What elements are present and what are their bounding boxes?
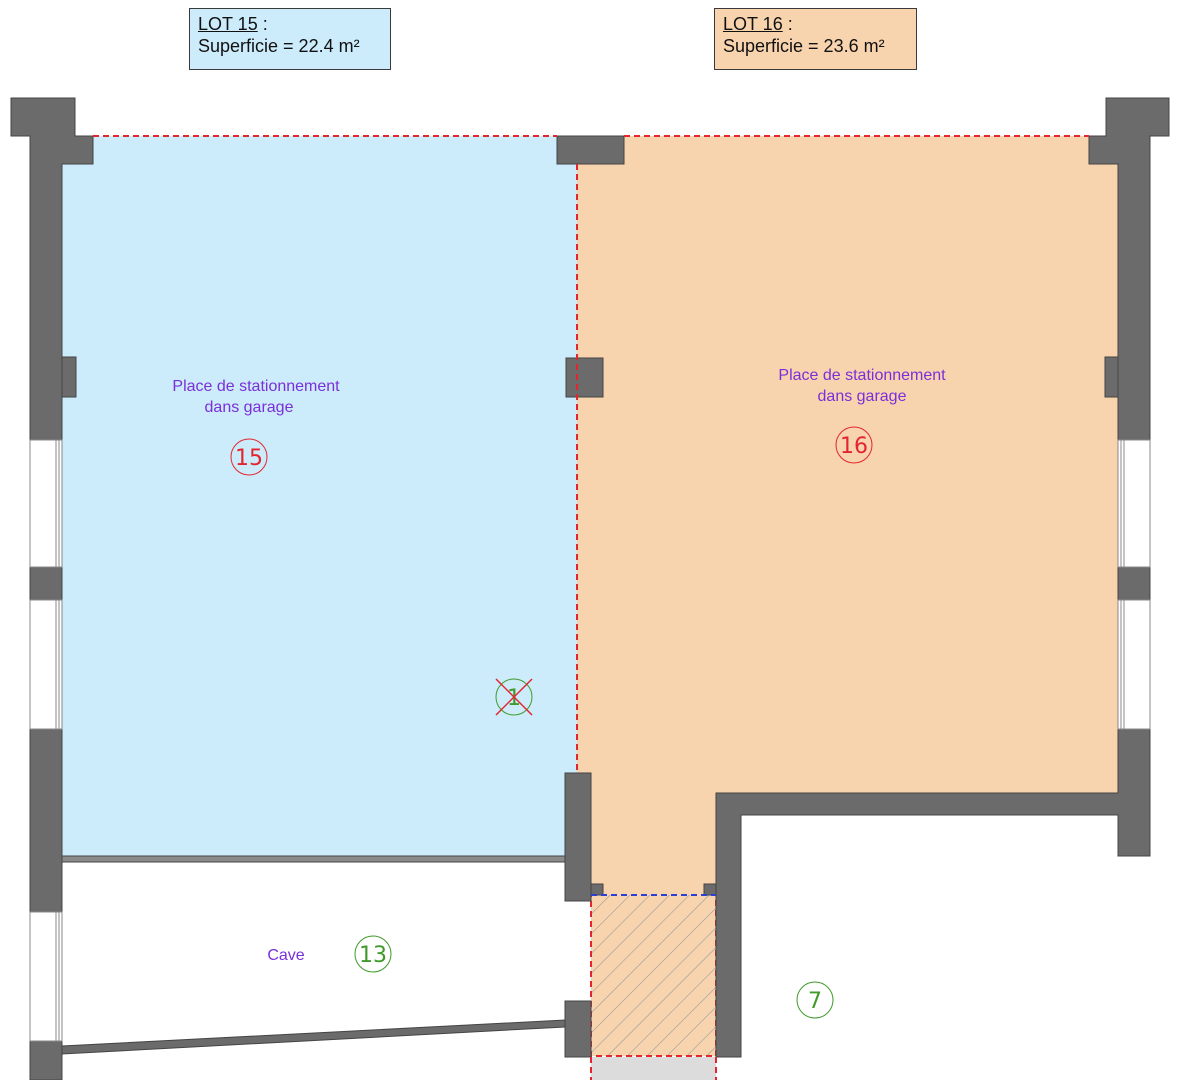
wall-passage-left xyxy=(564,772,592,902)
walls xyxy=(10,97,1170,1080)
lot-15-area-fill xyxy=(62,136,577,856)
lot-15-info-box: LOT 15 : Superficie = 22.4 m² xyxy=(189,8,391,70)
windows xyxy=(29,439,1151,1042)
lot-16-info-box: LOT 16 : Superficie = 23.6 m² xyxy=(714,8,917,70)
lot-16-room-label-2: dans garage xyxy=(818,388,907,405)
wall-left-pier-2 xyxy=(29,566,63,601)
window-left-3 xyxy=(29,911,63,1042)
cave-number: 13 xyxy=(359,943,387,968)
lot-16-title-line: LOT 16 : xyxy=(723,13,908,35)
wall-stub-left xyxy=(590,883,604,896)
wall-right-lower xyxy=(715,728,1151,1058)
area-7-number: 7 xyxy=(808,989,822,1014)
lot-16-area-fill xyxy=(577,136,1118,895)
lot-16-number: 16 xyxy=(840,434,868,459)
cave-label: Cave xyxy=(267,947,304,964)
lower-passage xyxy=(591,1057,716,1080)
lot-15-area: Superficie = 22.4 m² xyxy=(198,36,360,56)
lot-15-title-line: LOT 15 : xyxy=(198,13,382,35)
lot-16-number-circle xyxy=(835,426,873,464)
lot-16-title-suffix: : xyxy=(782,14,793,34)
wall-lot15-bottom xyxy=(61,855,566,863)
lot-15-room-label-1: Place de stationnement xyxy=(172,378,340,395)
lot-16-room-label-1: Place de stationnement xyxy=(778,367,946,384)
lot-15-title-suffix: : xyxy=(257,14,268,34)
wall-right-pier-2 xyxy=(1117,566,1151,601)
wall-middle-pillar xyxy=(565,357,604,398)
wall-cave-right xyxy=(564,1000,592,1058)
removed-lot-circle xyxy=(495,678,533,716)
lot-boundaries xyxy=(93,135,1089,1080)
window-right-1 xyxy=(1117,439,1151,568)
window-left-2 xyxy=(29,599,63,730)
wall-stub-right xyxy=(703,883,717,896)
wall-top-left-corner xyxy=(10,97,94,441)
shared-passage-hatch xyxy=(590,894,717,1057)
window-left-1 xyxy=(29,439,63,568)
area-7-number-circle xyxy=(796,981,834,1019)
lot-16-area: Superficie = 23.6 m² xyxy=(723,36,885,56)
wall-left-bottom xyxy=(29,1040,63,1080)
lot-15-number-circle xyxy=(230,438,268,476)
removed-lot-cross-2 xyxy=(495,678,533,716)
window-right-2 xyxy=(1117,599,1151,730)
cave-number-circle xyxy=(354,935,392,973)
lot-15-room-label-2: dans garage xyxy=(205,399,294,416)
lot-16-title: LOT 16 xyxy=(723,14,783,34)
wall-top-middle xyxy=(556,135,625,165)
wall-left-segment xyxy=(29,728,63,913)
lot-15-number: 15 xyxy=(235,446,263,471)
wall-right-pier-1 xyxy=(1104,356,1119,398)
removed-lot-number: 1 xyxy=(507,686,521,711)
lot-15-title: LOT 15 xyxy=(198,14,258,34)
wall-cave-bottom xyxy=(61,1019,566,1055)
wall-left-pier-1 xyxy=(61,356,77,398)
